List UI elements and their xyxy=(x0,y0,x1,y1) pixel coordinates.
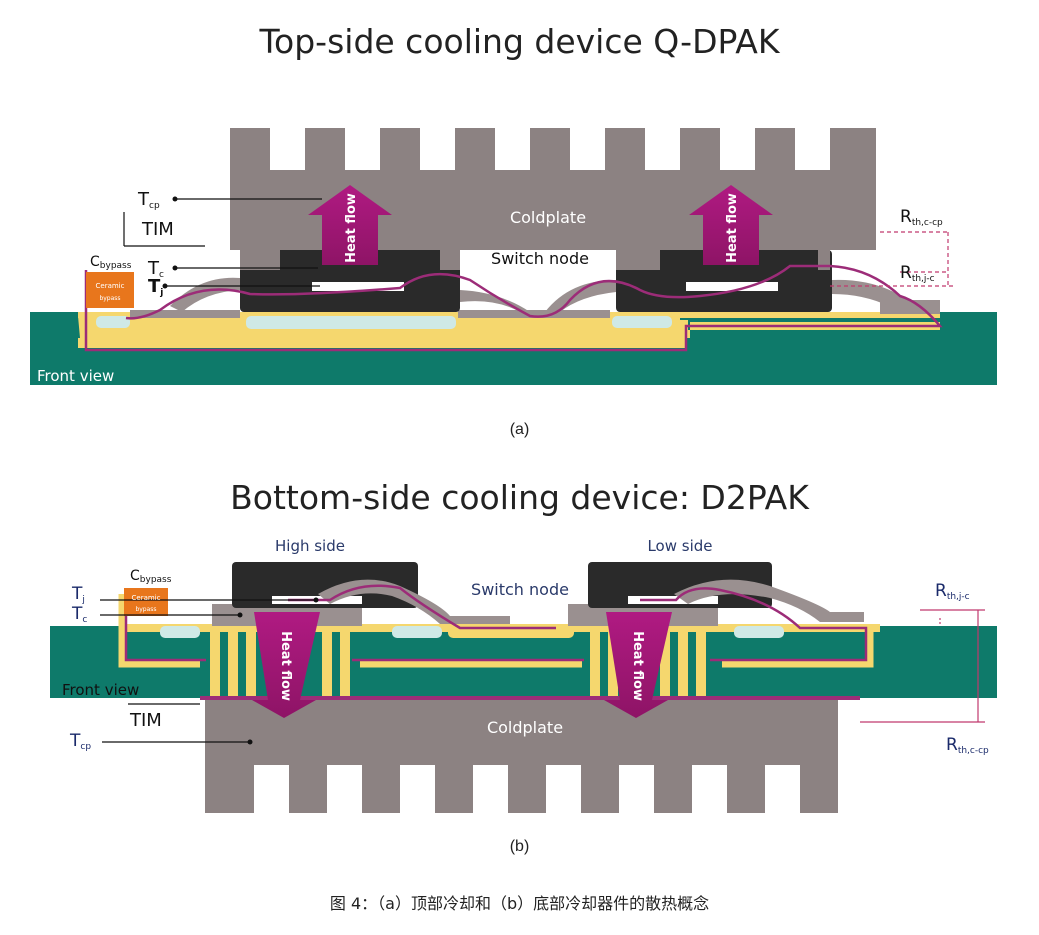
lead-b-high xyxy=(318,579,510,624)
switch-node-label-a: Switch node xyxy=(491,249,589,268)
pad-gray-a-1 xyxy=(130,310,240,318)
figure-a: Coldplate Switch node Heat flow Heat flo… xyxy=(30,128,997,385)
dimension-lines-a xyxy=(830,231,955,287)
lead-a-right xyxy=(832,279,915,312)
figure-b-sublabel: (b) xyxy=(509,838,530,855)
pad-a-1 xyxy=(96,316,130,328)
die-a-right xyxy=(686,282,778,291)
heat-arrow-b-right xyxy=(604,612,672,718)
lead-a-mid xyxy=(460,280,616,312)
t-cp-label-b: Tcp xyxy=(69,731,91,752)
figure-a-title: Top-side cooling device Q-DPAK xyxy=(259,22,780,61)
thermal-path-b xyxy=(124,584,868,662)
heat-arrow-a-right xyxy=(689,185,773,265)
pad-b-3 xyxy=(734,626,784,638)
t-c-label-a: Tc xyxy=(147,258,164,280)
c-bypass-label-a: Cbypass xyxy=(90,254,132,271)
figure-a-sublabel: (a) xyxy=(509,421,530,438)
package-a-left xyxy=(240,250,460,312)
r-th-jc-label-a: Rth,j-c xyxy=(900,263,935,284)
figure-b-title: Bottom-side cooling device: D2PAK xyxy=(230,478,809,517)
thermal-vias-b-left xyxy=(210,630,350,696)
lead-a-left xyxy=(170,277,240,312)
pad-b-1 xyxy=(160,626,200,638)
t-cp-label-a: Tcp xyxy=(137,189,160,211)
switch-node-label-b: Switch node xyxy=(471,580,569,599)
copper-layer-a xyxy=(78,338,686,348)
tim-label-a: TIM xyxy=(141,219,174,240)
coldplate-label-a: Coldplate xyxy=(510,208,586,227)
thermal-vias-b-right xyxy=(590,630,706,696)
t-j-label-a: Tj xyxy=(148,276,163,298)
ceramic-label-b: Ceramic xyxy=(132,594,161,602)
front-view-label-a: Front view xyxy=(37,367,114,385)
figure-b: High side Low side Switch node Heat flow… xyxy=(50,537,997,813)
pad-b-2 xyxy=(392,626,442,638)
ceramic-sub-a: bypass xyxy=(99,295,120,302)
front-view-label-b: Front view xyxy=(62,681,139,699)
r-th-cp-label-a: Rth,c-cp xyxy=(900,207,943,228)
thermal-path-a xyxy=(84,264,943,352)
c-bypass-label-b: Cbypass xyxy=(130,568,172,585)
heat-arrow-a-left xyxy=(308,185,392,265)
r-th-cp-label-b: Rth,c-cp xyxy=(946,735,989,756)
pad-a-3 xyxy=(612,316,672,328)
tim-layer-b xyxy=(200,696,860,700)
leaders-b xyxy=(100,599,316,743)
dimension-lines-b xyxy=(860,609,985,723)
pad-a-2 xyxy=(246,316,456,329)
heat-flow-label-b-left: Heat flow xyxy=(278,631,293,701)
ceramic-capacitor-a xyxy=(86,272,134,308)
heat-flow-label-a-left: Heat flow xyxy=(344,193,359,263)
die-a-left xyxy=(312,282,404,291)
ceramic-capacitor-b xyxy=(124,588,168,616)
figure-caption: 图 4：（a）顶部冷却和（b）底部冷却器件的散热概念 xyxy=(329,894,710,913)
t-c-label-b: Tc xyxy=(71,604,87,625)
coldplate-b xyxy=(205,700,838,813)
tim-label-b: TIM xyxy=(129,710,162,731)
pad-gray-a-2 xyxy=(458,310,610,318)
ceramic-label-a: Ceramic xyxy=(96,282,125,290)
ceramic-sub-b: bypass xyxy=(135,606,156,613)
r-th-jc-label-b: Rth,j-c xyxy=(935,581,970,602)
leaders-a xyxy=(123,198,322,287)
high-side-label: High side xyxy=(275,537,345,555)
heat-flow-label-a-right: Heat flow xyxy=(725,193,740,263)
copper-loop-b xyxy=(118,594,874,668)
heat-flow-label-b-right: Heat flow xyxy=(630,631,645,701)
low-side-label: Low side xyxy=(647,537,712,555)
coldplate-label-b: Coldplate xyxy=(487,718,563,737)
t-j-label-b: Tj xyxy=(71,584,85,605)
heat-arrow-b-left xyxy=(252,612,320,718)
